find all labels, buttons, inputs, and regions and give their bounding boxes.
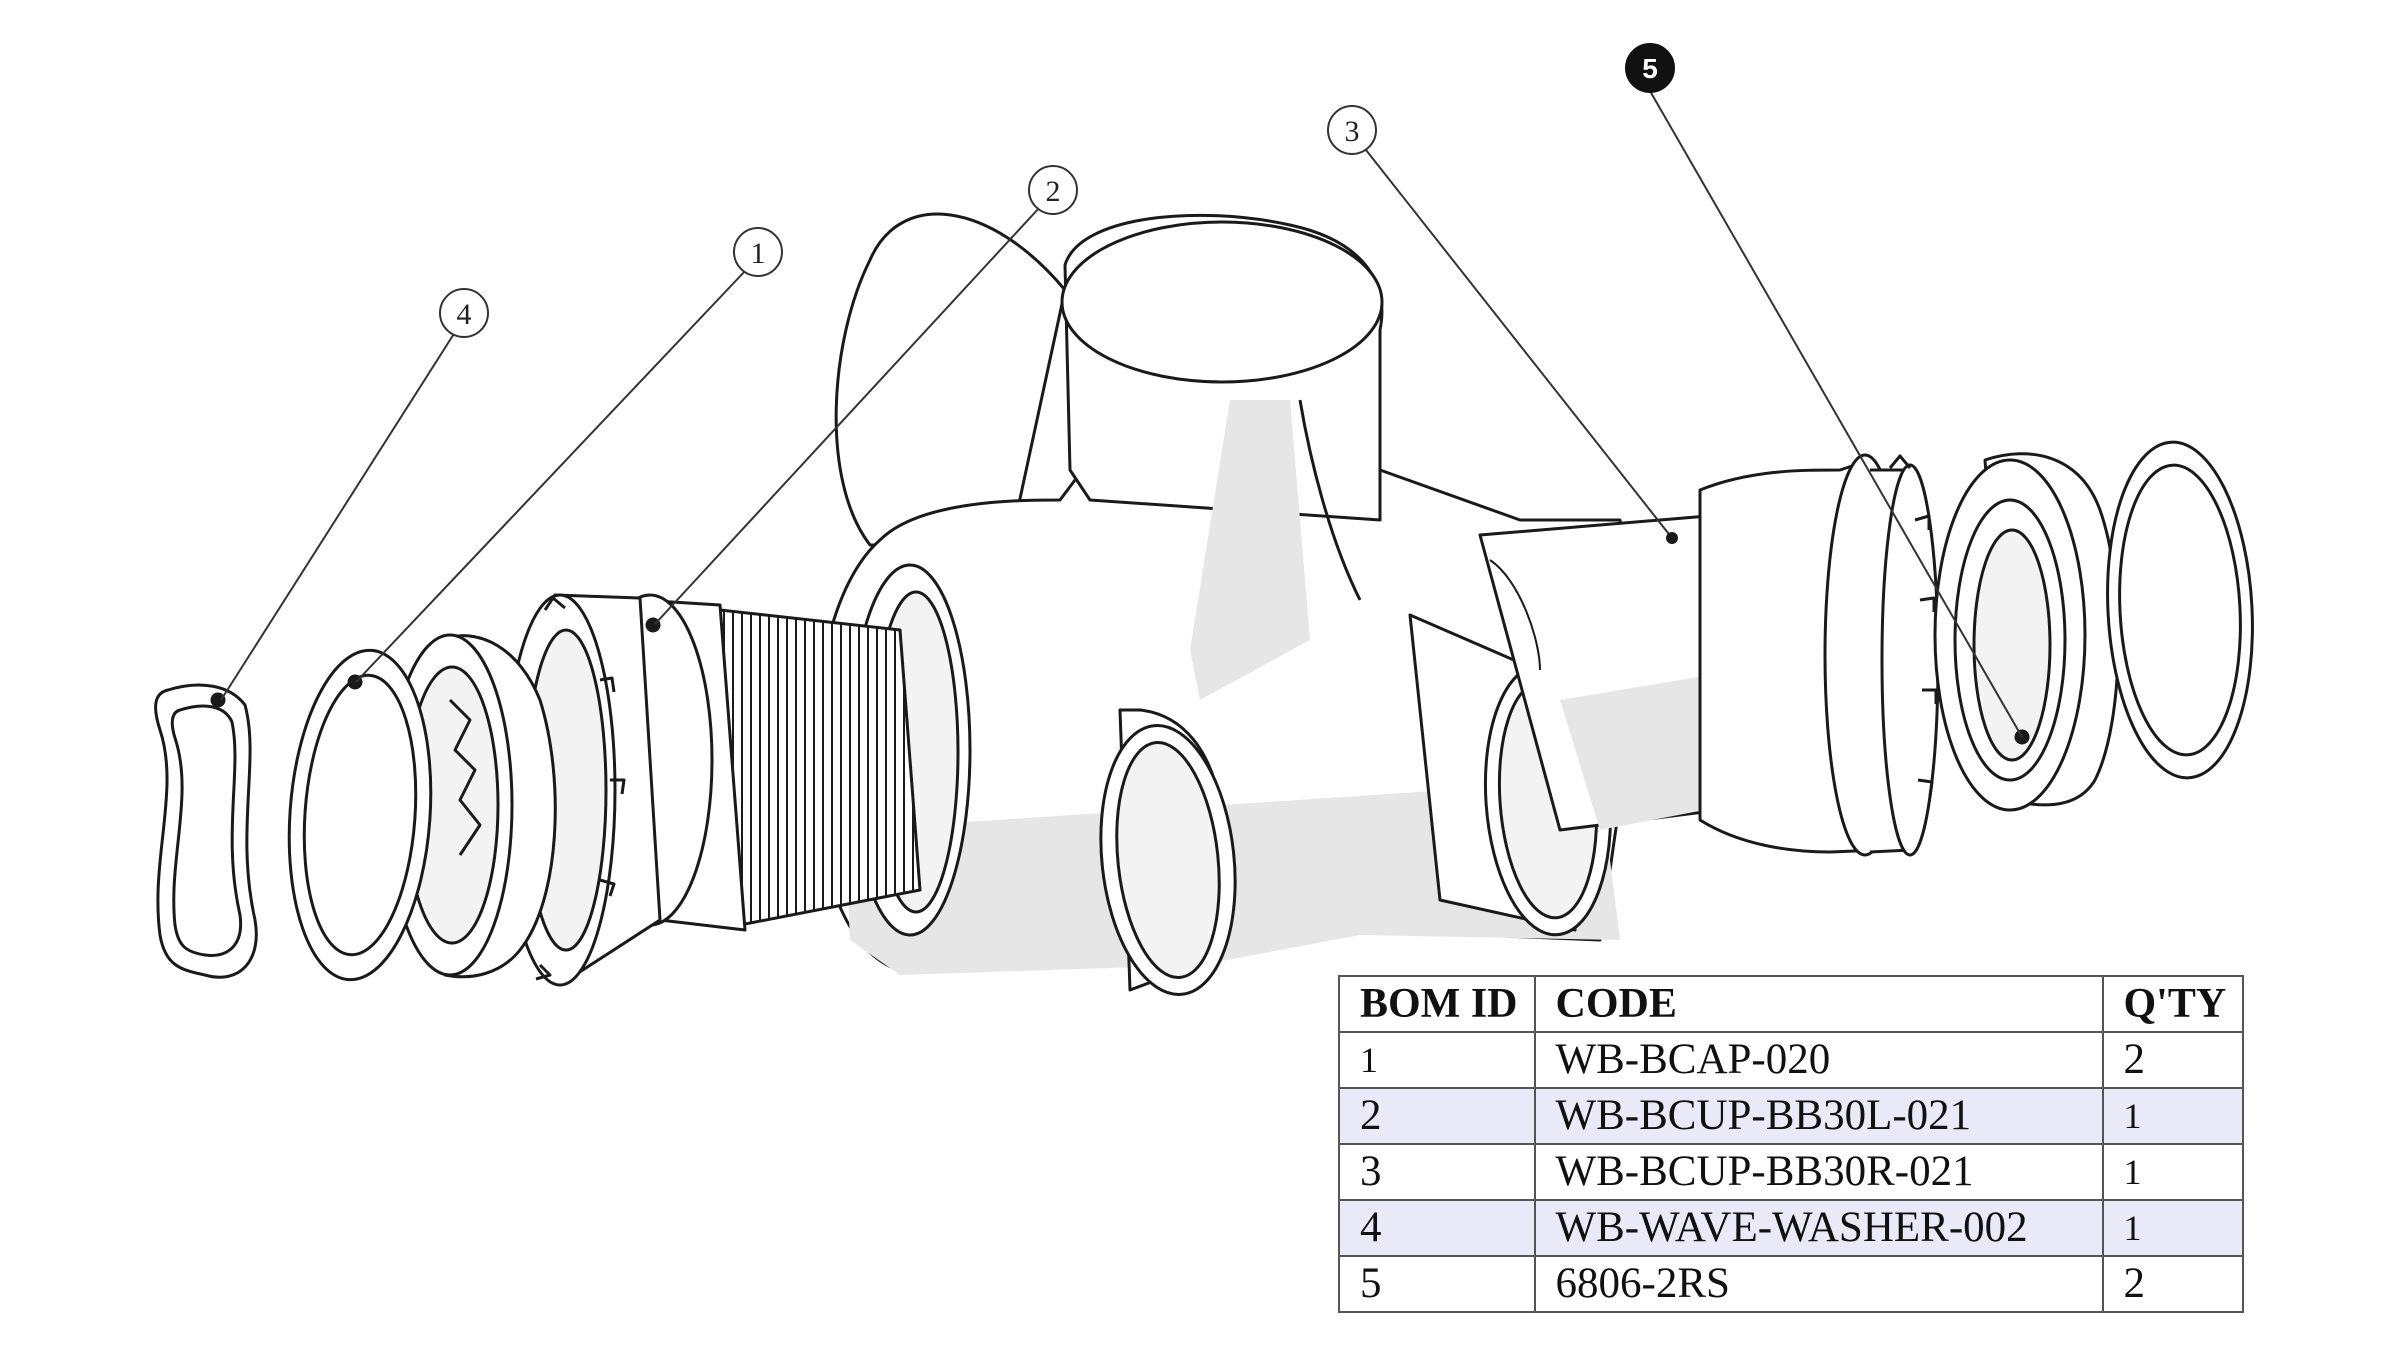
bom-cell-qty: 1 (2101, 1199, 2245, 1257)
callout-3: 3 (1327, 105, 1377, 155)
left-cup-part-2 (503, 593, 922, 987)
bom-cell-code: WB-BCUP-BB30R-021 (1533, 1143, 2104, 1201)
bom-cell-code: 6806-2RS (1533, 1255, 2104, 1313)
callout-1: 1 (733, 227, 783, 277)
svg-text:2: 2 (1046, 175, 1061, 208)
bottom-bracket-shell (813, 212, 1642, 996)
bom-cell-id: 1 (1338, 1031, 1536, 1089)
bom-row: 1 WB-BCAP-020 2 (1338, 1031, 2245, 1089)
bom-cell-qty: 1 (2101, 1143, 2245, 1201)
bom-header-id: BOM ID (1338, 975, 1536, 1033)
callout-5: 5 (1625, 43, 1675, 93)
callout-2: 2 (1028, 165, 1078, 215)
leader-lines (220, 90, 2023, 738)
svg-text:5: 5 (1642, 53, 1658, 84)
wave-washer-part-4 (154, 683, 258, 979)
bom-header-qty: Q'TY (2101, 975, 2245, 1033)
bom-cell-qty: 2 (2101, 1031, 2245, 1089)
bom-cell-id: 4 (1338, 1199, 1536, 1257)
bom-cell-id: 2 (1338, 1087, 1536, 1145)
bom-header-row: BOM ID CODE Q'TY (1338, 975, 2245, 1033)
bom-row: 4 WB-WAVE-WASHER-002 1 (1338, 1199, 2245, 1257)
svg-text:4: 4 (457, 298, 472, 331)
right-cup-part-3 (1478, 453, 1940, 857)
bom-cell-qty: 1 (2101, 1087, 2245, 1145)
bom-table: BOM ID CODE Q'TY 1 WB-BCAP-020 2 2 WB-BC… (1338, 975, 2245, 1313)
bom-row: 2 WB-BCUP-BB30L-021 1 (1338, 1087, 2245, 1145)
svg-text:1: 1 (751, 237, 766, 270)
callout-4: 4 (439, 288, 489, 338)
bom-row: 3 WB-BCUP-BB30R-021 1 (1338, 1143, 2245, 1201)
bom-cell-id: 5 (1338, 1255, 1536, 1313)
bom-cell-code: WB-WAVE-WASHER-002 (1533, 1199, 2104, 1257)
bom-row: 5 6806-2RS 2 (1338, 1255, 2245, 1313)
svg-text:3: 3 (1345, 115, 1360, 148)
bom-cell-code: WB-BCAP-020 (1533, 1031, 2104, 1089)
left-cap-part-1 (287, 648, 433, 982)
bom-header-code: CODE (1533, 975, 2104, 1033)
bom-cell-id: 3 (1338, 1143, 1536, 1201)
right-cap (2106, 440, 2254, 780)
bom-cell-qty: 2 (2101, 1255, 2245, 1313)
right-bearing-part-5 (1933, 452, 2120, 812)
bom-cell-code: WB-BCUP-BB30L-021 (1533, 1087, 2104, 1145)
